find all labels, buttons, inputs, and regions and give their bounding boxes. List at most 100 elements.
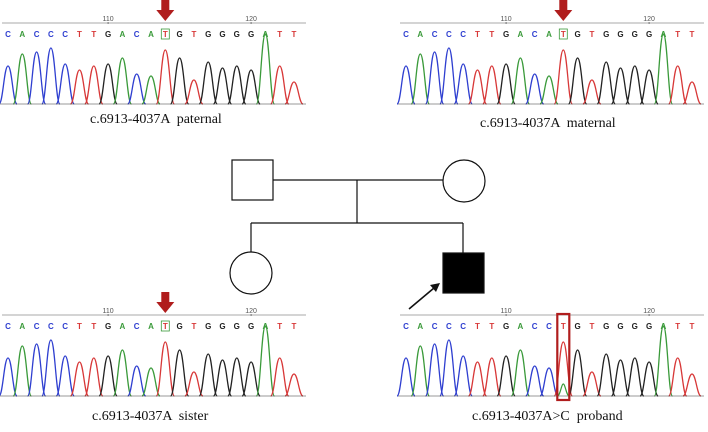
base-call: A xyxy=(148,30,154,39)
trace-peak xyxy=(582,371,602,397)
sister-symbol xyxy=(229,251,273,295)
base-call: T xyxy=(191,322,196,331)
trace-peak xyxy=(596,353,616,397)
trace-peak xyxy=(625,65,645,105)
trace-peak xyxy=(410,345,430,397)
variant-arrow-head xyxy=(554,10,573,21)
base-call: G xyxy=(105,322,111,331)
trace-peak-secondary xyxy=(557,383,570,397)
variant-arrow-head xyxy=(156,302,175,313)
base-call: C xyxy=(432,322,438,331)
trace-peak xyxy=(169,349,190,397)
trace-peak xyxy=(112,349,133,397)
trace-peak xyxy=(439,47,459,105)
proband-arrow-head xyxy=(430,283,440,292)
trace-peak xyxy=(424,51,445,105)
base-call: T xyxy=(489,322,494,331)
ruler-label: 120 xyxy=(643,308,655,315)
base-call: T xyxy=(561,322,566,331)
ruler-label: 110 xyxy=(501,16,512,23)
base-call: G xyxy=(632,30,638,39)
base-call: G xyxy=(176,30,182,39)
base-call: G xyxy=(617,30,623,39)
base-call: G xyxy=(617,322,623,331)
base-call: G xyxy=(503,30,509,39)
base-call: A xyxy=(148,322,154,331)
trace-peak xyxy=(41,339,61,397)
base-call: G xyxy=(234,30,240,39)
trace-peak xyxy=(482,65,502,105)
trace-peak xyxy=(127,73,147,105)
base-call: T xyxy=(77,322,82,331)
trace-peak xyxy=(169,57,190,105)
base-call: A xyxy=(417,322,423,331)
trace-peak xyxy=(539,75,559,105)
base-call: T xyxy=(277,322,282,331)
base-call: A xyxy=(120,30,126,39)
base-call: T xyxy=(77,30,82,39)
base-call: T xyxy=(690,322,695,331)
trace-peak xyxy=(453,355,473,397)
variant-arrow-shaft xyxy=(161,292,170,303)
trace-peak xyxy=(639,69,659,105)
base-call: G xyxy=(248,30,254,39)
base-call: C xyxy=(62,30,68,39)
base-call: T xyxy=(191,30,196,39)
trace-peak xyxy=(525,73,545,105)
base-call: C xyxy=(48,30,54,39)
base-call: T xyxy=(675,30,680,39)
trace-peak xyxy=(284,81,304,105)
base-call: C xyxy=(48,322,54,331)
trace-peak xyxy=(198,61,218,105)
trace-peak xyxy=(155,49,175,105)
trace-peak xyxy=(0,65,18,105)
trace-peak xyxy=(69,361,90,397)
base-call: T xyxy=(589,322,594,331)
base-call: C xyxy=(532,322,538,331)
trace-peak xyxy=(12,345,32,397)
trace-peak xyxy=(155,341,175,397)
trace-peak xyxy=(567,57,588,105)
base-call: C xyxy=(446,322,452,331)
trace-peak xyxy=(682,373,702,397)
base-call: G xyxy=(646,30,652,39)
base-call: G xyxy=(219,30,225,39)
trace-peak xyxy=(270,65,290,105)
base-call: C xyxy=(460,30,466,39)
trace-peak xyxy=(255,325,276,397)
trace-peak xyxy=(141,367,161,397)
trace-peak xyxy=(98,355,118,397)
base-call: T xyxy=(91,30,96,39)
base-call: C xyxy=(34,322,40,331)
trace-peak xyxy=(26,51,47,105)
trace-peak xyxy=(482,357,502,397)
base-call: G xyxy=(205,30,211,39)
base-call: C xyxy=(403,30,409,39)
base-call: C xyxy=(34,30,40,39)
trace-peak xyxy=(198,353,218,397)
trace-peak xyxy=(653,325,674,397)
father-symbol xyxy=(231,159,274,201)
trace-peak xyxy=(424,343,445,397)
trace-peak xyxy=(227,65,247,105)
base-call: C xyxy=(134,322,140,331)
trace-peak xyxy=(212,67,233,105)
trace-peak xyxy=(610,67,631,105)
ruler-label: 120 xyxy=(245,16,257,23)
base-call: T xyxy=(163,322,168,331)
base-call: G xyxy=(603,322,609,331)
variant-arrow-head xyxy=(156,10,175,21)
base-call: G xyxy=(574,30,580,39)
trace-peak xyxy=(439,339,459,397)
variant-arrow-shaft xyxy=(161,0,170,11)
base-call: G xyxy=(234,322,240,331)
variant-base-highlight xyxy=(160,28,170,40)
base-call: T xyxy=(475,30,480,39)
ruler-label: 120 xyxy=(245,308,257,315)
base-call: T xyxy=(292,30,297,39)
variant-base-highlight xyxy=(558,28,568,40)
trace-peak xyxy=(410,53,430,105)
